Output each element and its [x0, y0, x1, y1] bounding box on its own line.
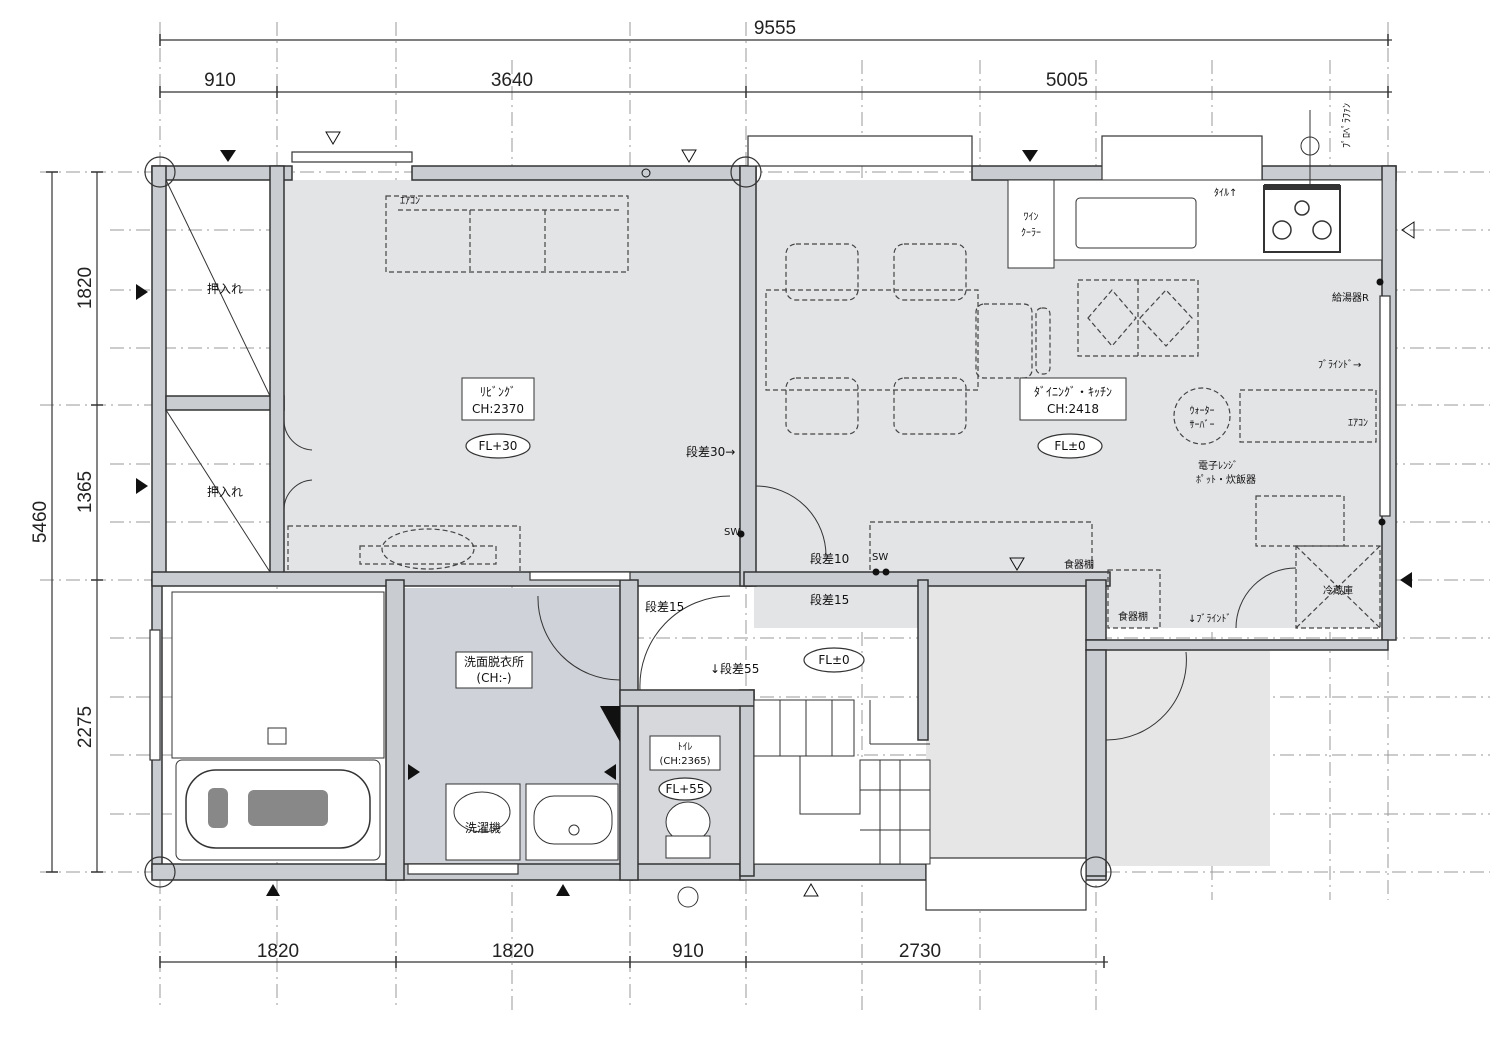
living-furniture: ｴｱｺﾝ [287, 195, 629, 573]
walls [151, 165, 1397, 881]
cupboard-label-top: 食器棚 [1064, 558, 1094, 571]
wine-cooler-label-1: ﾜｲﾝ [1024, 212, 1039, 223]
closets: 押入れ 押入れ [165, 179, 271, 573]
dimension-lines: 9555 910 3640 5005 1820 1820 910 2730 54… [30, 18, 1392, 968]
toilet-floor-level: FL+55 [666, 782, 705, 796]
washroom-ceiling: (CH:-) [476, 671, 511, 685]
top-segment-2: 3640 [491, 70, 533, 91]
total-depth-label: 5460 [30, 501, 51, 543]
step-15-label-b: 段差15 [645, 599, 684, 614]
direction-markers [136, 131, 1415, 897]
bathroom [171, 591, 385, 861]
bottom-segment-2: 1820 [492, 941, 534, 962]
pot-rice-label: ﾎﾟｯﾄ・炊飯器 [1196, 473, 1256, 486]
bottom-segment-4: 2730 [899, 941, 941, 962]
step-10-label: 段差10 [810, 551, 849, 566]
water-server-label-2: ｻｰﾊﾞｰ [1190, 419, 1215, 431]
wine-cooler-label-2: ｸｰﾗｰ [1021, 227, 1041, 239]
left-segment-3: 2275 [75, 706, 96, 748]
top-segment-3: 5005 [1046, 70, 1088, 91]
washroom-name: 洗面脱衣所 [464, 654, 524, 669]
annotations: ｴｱｺﾝ 給湯器R ﾌﾞﾗｲﾝﾄﾞ→ ｳｫｰﾀｰ ｻｰﾊﾞｰ 電子ﾚﾝｼﾞ ﾎﾟ… [641, 168, 1386, 676]
left-segment-2: 1365 [75, 471, 96, 513]
toilet-fixture [639, 595, 731, 908]
bottom-segment-3: 910 [672, 941, 704, 962]
dining-furniture [765, 243, 1199, 435]
toilet-ceiling: (CH:2365) [659, 756, 710, 767]
stairs [753, 699, 931, 865]
living-ceiling: CH:2370 [472, 402, 524, 416]
bottom-segment-1: 1820 [257, 941, 299, 962]
aircon-label-living: ｴｱｺﾝ [400, 196, 420, 207]
step-15-label-a: 段差15 [810, 592, 849, 607]
column-markers [144, 156, 1112, 888]
microwave-label: 電子ﾚﾝｼﾞ [1198, 460, 1238, 472]
water-heater-label: 給湯器R [1332, 291, 1369, 304]
closet-label-bottom: 押入れ [207, 485, 243, 499]
washroom: 洗濯機 [445, 595, 621, 861]
range-hood-label: ﾌﾟﾛﾍﾟﾗﾌｧﾝ [1341, 103, 1353, 148]
living-name: ﾘﾋﾞﾝｸﾞ [480, 385, 516, 399]
living-floor-level: FL+30 [479, 439, 518, 453]
water-server-label-1: ｳｫｰﾀｰ [1190, 405, 1215, 417]
toilet-name: ﾄｲﾚ [678, 742, 693, 753]
step-30-label: 段差30→ [686, 444, 735, 459]
switch-label-1: SW [724, 527, 740, 538]
top-segment-1: 910 [204, 70, 236, 91]
doors [283, 419, 1187, 741]
total-width-label: 9555 [754, 18, 796, 39]
closet-label-top: 押入れ [207, 282, 243, 296]
dining-kitchen-name: ﾀﾞｲﾆﾝｸﾞ・ｷｯﾁﾝ [1034, 385, 1112, 399]
dining-kitchen-ceiling: CH:2418 [1047, 402, 1099, 416]
cupboard-label-bottom: 食器棚 [1118, 610, 1148, 623]
dining-kitchen-floor-level: FL±0 [1054, 439, 1085, 453]
room-labels: ﾘﾋﾞﾝｸﾞ CH:2370 FL+30 ﾀﾞｲﾆﾝｸﾞ・ｷｯﾁﾝ CH:241… [455, 377, 1127, 801]
blind-bottom-label: ↓ﾌﾞﾗｲﾝﾄﾞ [1188, 613, 1231, 625]
step-55-label: ↓段差55 [710, 661, 759, 676]
washer-label: 洗濯機 [465, 820, 501, 835]
blind-right-label: ﾌﾞﾗｲﾝﾄﾞ→ [1318, 359, 1361, 371]
fridge-label: 冷蔵庫 [1323, 584, 1353, 597]
kitchen-equipment: ﾜｲﾝ ｸｰﾗｰ ﾀｲﾙ↑ ﾌﾟﾛﾍﾟﾗﾌｧﾝ [869, 103, 1383, 629]
aircon-label-kitchen: ｴｱｺﾝ [1348, 418, 1368, 429]
hall-floor-level: FL±0 [818, 653, 849, 667]
switch-label-2: SW [872, 552, 888, 563]
tile-label: ﾀｲﾙ↑ [1214, 187, 1237, 199]
windows [149, 135, 1391, 911]
left-segment-1: 1820 [75, 267, 96, 309]
